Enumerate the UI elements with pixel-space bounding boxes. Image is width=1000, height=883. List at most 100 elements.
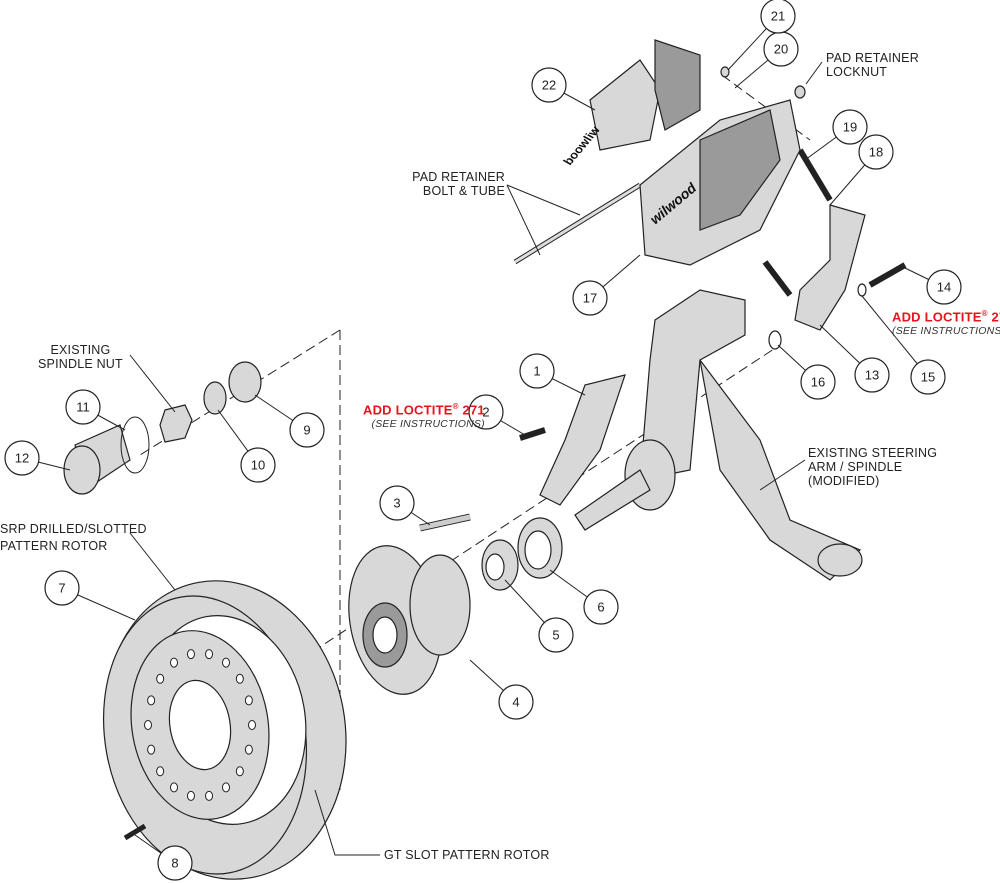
label-line: PAD RETAINER bbox=[826, 51, 919, 65]
bracket-arm-1 bbox=[539, 374, 626, 506]
callout-circle bbox=[572, 280, 608, 316]
callout-20: 20 bbox=[734, 31, 799, 89]
rotor-hole bbox=[244, 744, 253, 755]
label-existing-steering-arm: EXISTING STEERING ARM / SPINDLE (MODIFIE… bbox=[808, 446, 937, 488]
callout-8: 8 bbox=[134, 834, 193, 881]
label-pad-retainer-bolt-tube: PAD RETAINER BOLT & TUBE bbox=[409, 170, 505, 198]
callout-11: 11 bbox=[65, 389, 126, 431]
rotor-hole bbox=[186, 649, 195, 660]
loctite-note-1: ADD LOCTITE® 271 (SEE INSTRUCTIONS) bbox=[363, 400, 485, 431]
bearing-5 bbox=[481, 539, 519, 591]
callout-number: 22 bbox=[542, 78, 556, 93]
callout-number: 14 bbox=[937, 280, 951, 295]
rotor-hole bbox=[244, 695, 253, 706]
callout-circle bbox=[289, 412, 325, 448]
hub bbox=[348, 545, 471, 695]
svg-text:wilwood: wilwood bbox=[561, 123, 603, 169]
label-srp-rotor: SRP DRILLED/SLOTTED PATTERN ROTOR bbox=[0, 521, 147, 555]
label-gt-rotor: GT SLOT PATTERN ROTOR bbox=[384, 848, 550, 862]
rotor-hole bbox=[222, 657, 230, 668]
callout-10: 10 bbox=[217, 409, 276, 483]
callout-number: 19 bbox=[843, 120, 857, 135]
callout-number: 15 bbox=[921, 370, 935, 385]
rotor-hole bbox=[144, 720, 152, 730]
callout-circle bbox=[44, 570, 80, 606]
caliper: wilwood bbox=[639, 99, 801, 266]
callout-circle bbox=[498, 684, 534, 720]
label-line: EXISTING STEERING bbox=[808, 446, 938, 460]
see-instructions: (SEE INSTRUCTIONS) bbox=[371, 418, 485, 431]
rotor bbox=[102, 580, 347, 880]
loctite-text: ADD LOCTITE bbox=[363, 402, 453, 418]
callout-circle bbox=[832, 109, 868, 145]
brake-pads: wilwood bbox=[561, 39, 701, 169]
callout-number: 5 bbox=[552, 628, 559, 643]
callout-number: 7 bbox=[58, 581, 65, 596]
callout-22: 22 bbox=[531, 67, 596, 111]
callout-number: 2 bbox=[482, 405, 489, 420]
rotor-hole bbox=[147, 744, 156, 755]
callout-9: 9 bbox=[254, 394, 325, 448]
callout-circle bbox=[157, 845, 193, 881]
callout-number: 1 bbox=[533, 364, 540, 379]
label-line: EXISTING bbox=[50, 343, 111, 357]
loctite-text: ADD LOCTITE bbox=[892, 309, 982, 325]
rotor-hole bbox=[170, 782, 178, 793]
washer-16 bbox=[768, 330, 782, 350]
callout-number: 6 bbox=[597, 600, 604, 615]
steering-arm-spindle bbox=[574, 289, 863, 581]
rotor-hole bbox=[235, 766, 244, 777]
callout-circle bbox=[854, 357, 890, 393]
label-line: SPINDLE NUT bbox=[38, 357, 123, 371]
callout-13: 13 bbox=[819, 324, 890, 393]
see-instructions: (SEE INSTRUCTIONS) bbox=[892, 325, 1000, 338]
callout-circle bbox=[65, 389, 101, 425]
callout-number: 21 bbox=[771, 9, 785, 24]
callout-circle bbox=[519, 353, 555, 389]
callout-circle bbox=[538, 617, 574, 653]
callout-circle bbox=[468, 394, 504, 430]
callout-number: 18 bbox=[869, 145, 883, 160]
callout-number: 9 bbox=[303, 423, 310, 438]
locknut bbox=[794, 85, 806, 99]
callout-1: 1 bbox=[519, 353, 586, 396]
rotor-hole bbox=[156, 766, 165, 777]
callout-16: 16 bbox=[777, 344, 836, 400]
bearing-9 bbox=[228, 361, 262, 403]
callout-circle bbox=[531, 67, 567, 103]
o-ring-11 bbox=[120, 416, 150, 474]
rotor-hole bbox=[147, 695, 156, 706]
callout-19: 19 bbox=[804, 109, 868, 161]
callout-number: 20 bbox=[774, 42, 788, 57]
rotor-hole bbox=[222, 782, 230, 793]
callout-4: 4 bbox=[469, 659, 534, 720]
label-line: (MODIFIED) bbox=[808, 474, 880, 488]
callout-number: 3 bbox=[393, 496, 400, 511]
callout-17: 17 bbox=[572, 254, 641, 316]
callout-number: 12 bbox=[15, 451, 29, 466]
callout-7: 7 bbox=[44, 570, 136, 621]
label-line: PAD RETAINER bbox=[412, 170, 505, 184]
label-line: SRP DRILLED/SLOTTED bbox=[0, 522, 147, 536]
washer-10 bbox=[203, 381, 227, 415]
label-pad-retainer-locknut: PAD RETAINER LOCKNUT bbox=[826, 51, 919, 79]
callout-3: 3 bbox=[379, 485, 431, 526]
callout-18: 18 bbox=[829, 134, 894, 206]
dust-cap-12 bbox=[63, 424, 131, 495]
loctite-note-2: ADD LOCTITE® 271 (SEE INSTRUCTIONS) bbox=[892, 307, 1000, 338]
callout-circle bbox=[760, 0, 796, 34]
callout-6: 6 bbox=[549, 569, 619, 625]
label-line: BOLT & TUBE bbox=[422, 184, 505, 198]
label-line: PATTERN ROTOR bbox=[0, 539, 108, 553]
callout-number: 17 bbox=[583, 291, 597, 306]
seal-6 bbox=[517, 517, 563, 579]
callout-number: 8 bbox=[171, 856, 178, 871]
callout-14: 14 bbox=[904, 267, 962, 305]
callout-12: 12 bbox=[4, 440, 71, 476]
callout-number: 16 bbox=[811, 375, 825, 390]
callout-number: 10 bbox=[251, 458, 265, 473]
rotor-hole bbox=[248, 720, 256, 730]
callout-circle bbox=[583, 589, 619, 625]
caliper-bracket-13 bbox=[794, 204, 866, 331]
